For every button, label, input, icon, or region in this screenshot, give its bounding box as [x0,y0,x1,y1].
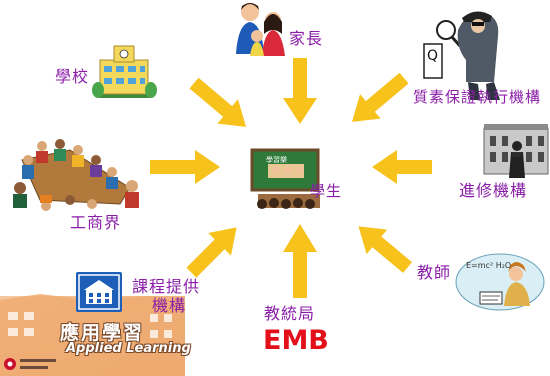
arrow-school [189,77,247,127]
svg-text:Q: Q [427,48,438,64]
label-industry: 工商界 [70,213,122,232]
teacher-icon: E=mc² H₂O [455,253,545,311]
arrow-provider [186,227,237,278]
building-icon [483,124,549,178]
arrow-teacher [358,226,413,273]
arrow-industry [150,150,220,184]
applied-learning-en: Applied Learning [66,341,191,356]
government-crest-icon [4,358,56,370]
provider-icon [76,272,122,312]
arrows [150,58,432,298]
label-parents: 家長 [289,29,324,48]
emb-logo: EMB [263,325,328,353]
arrow-further-ed [372,150,432,184]
parents-icon [236,3,285,56]
label-teacher: 教師 [417,263,452,282]
label-student: 學生 [310,182,343,200]
label-qa-body: 質素保證執行機構 [413,88,542,106]
school-icon [92,45,157,98]
label-further-ed: 進修機構 [459,181,528,200]
arrow-qa [351,72,409,122]
meeting-icon [13,139,139,211]
classroom-icon: 學習樂 [250,148,320,209]
label-provider-line2: 機構 [152,296,187,315]
arrow-parents [283,58,317,124]
blackboard-text: 學習樂 [266,155,287,164]
arrow-emb [283,224,317,298]
svg-text:E=mc² H₂O: E=mc² H₂O [466,261,511,270]
banner-windows [8,312,172,338]
label-provider-line1: 課程提供 [132,277,201,296]
emb-logo-text: EMB [263,325,328,353]
label-emb: 教統局 [264,304,316,323]
label-school: 學校 [55,67,90,86]
applied-learning-zh: 應用學習 [60,322,145,344]
banner-building-shape [0,294,185,376]
detective-icon: Q [423,11,500,100]
